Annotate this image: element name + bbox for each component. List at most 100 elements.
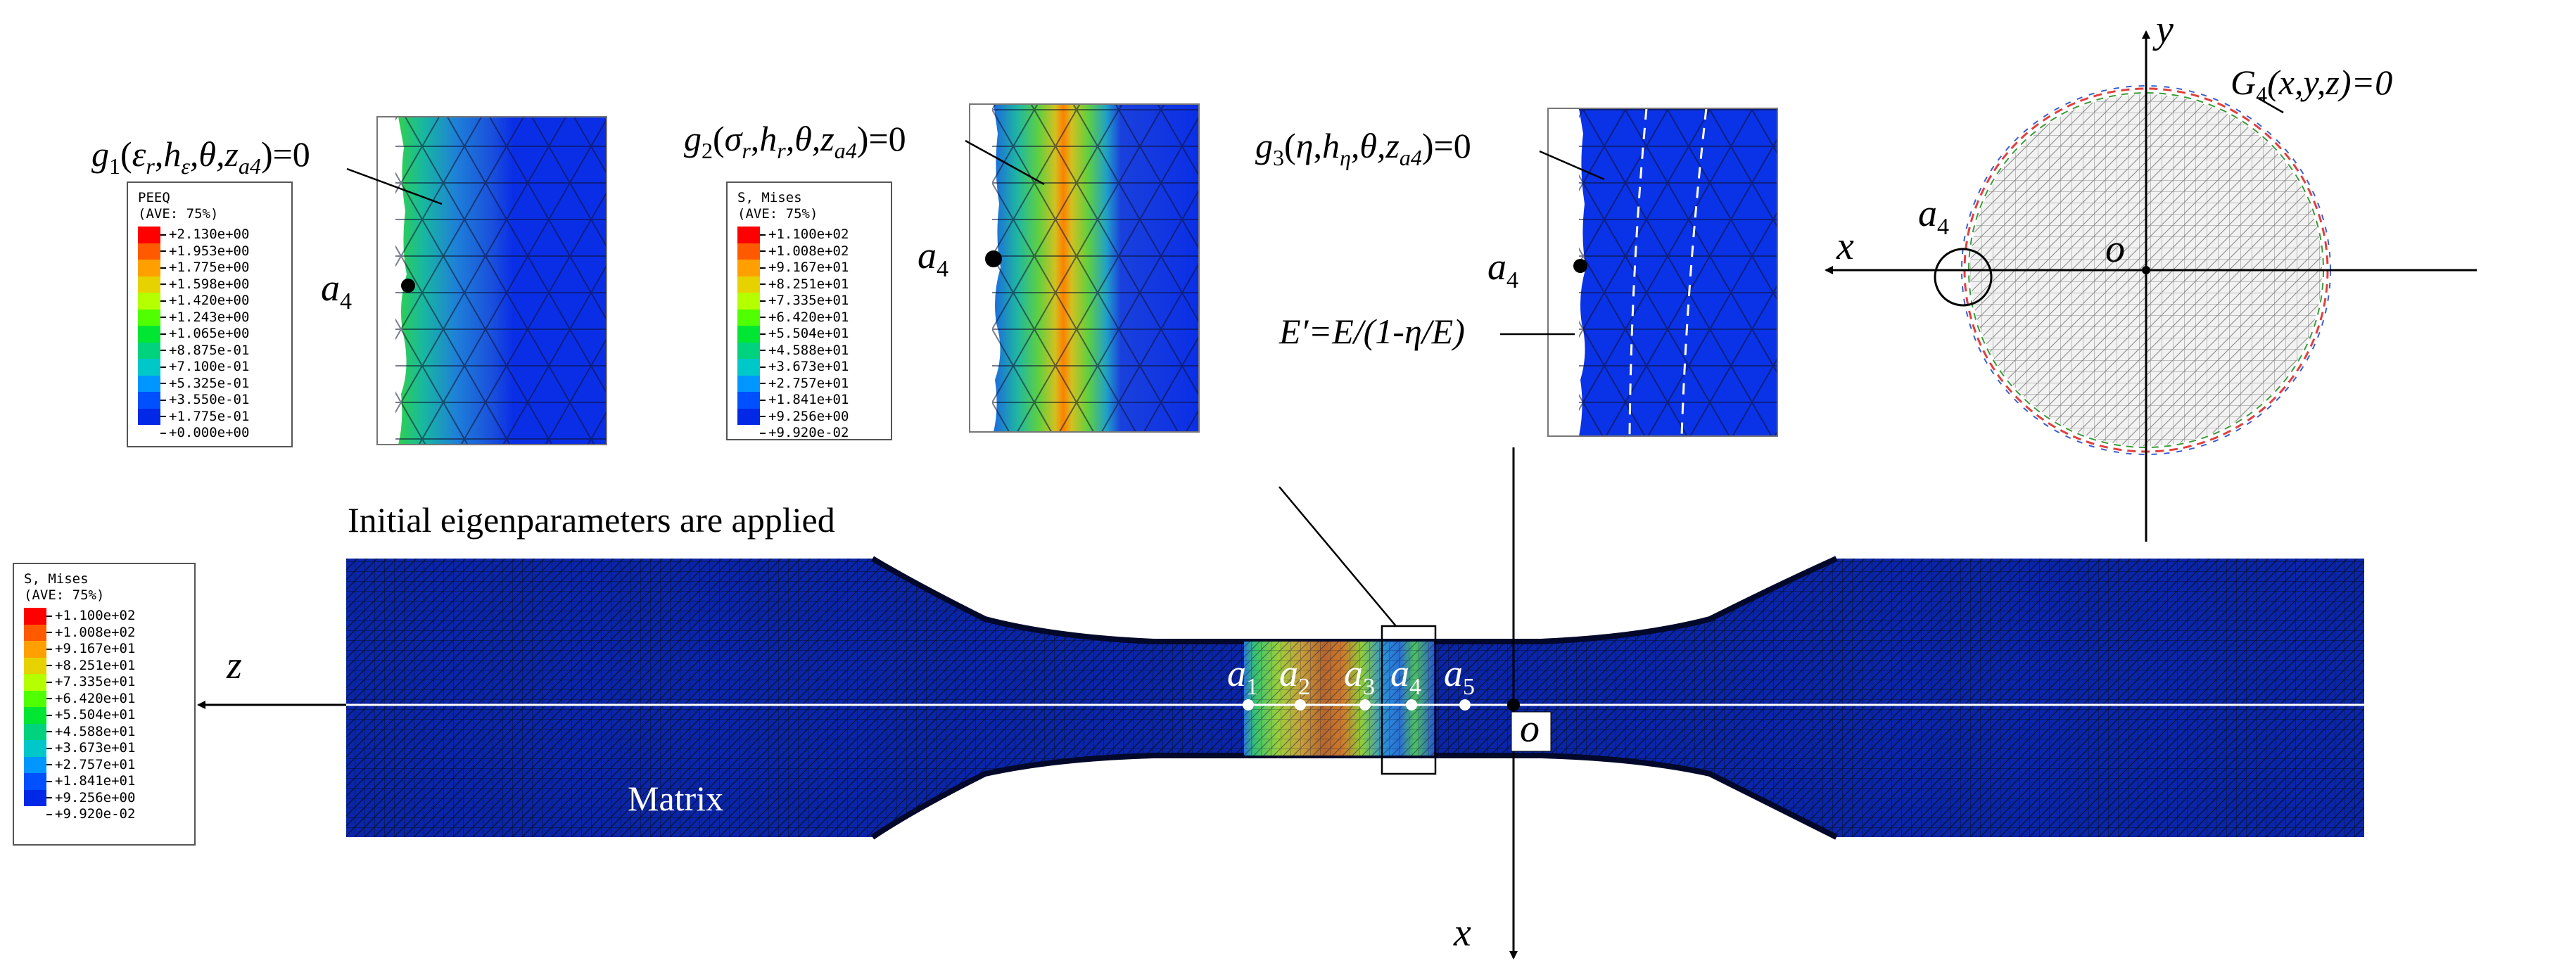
zoom-panel-eta (1500, 108, 1778, 437)
axis-label-z-main: z (227, 644, 242, 687)
legend-row: +1.065e+00 (138, 326, 281, 343)
legend-mises-main-title: S, Mises (24, 571, 89, 587)
axis-label-o-main: o (1520, 707, 1540, 751)
legend-peeq-rows: +2.130e+00+1.953e+00+1.775e+00+1.598e+00… (138, 227, 281, 442)
point-label-a2: a2 (1279, 651, 1310, 701)
legend-swatch (737, 309, 760, 326)
legend-value: +1.243e+00 (169, 309, 250, 325)
legend-swatch (24, 723, 46, 740)
legend-tick (46, 747, 52, 749)
legend-swatch (24, 773, 46, 790)
legend-value: +7.335e+01 (768, 293, 849, 309)
legend-mises-zoom-rows: +1.100e+02+1.008e+02+9.167e+01+8.251e+01… (737, 227, 881, 442)
legend-tick (160, 250, 166, 253)
legend-value: +1.775e-01 (169, 408, 250, 424)
legend-row: +8.251e+01 (24, 657, 184, 674)
legend-tick (46, 764, 52, 766)
legend-value: +1.953e+00 (169, 243, 250, 259)
legend-tick (46, 615, 52, 617)
label-a4-mises: a4 (918, 234, 948, 282)
legend-row: +1.841e+01 (737, 392, 881, 409)
legend-value: +8.251e+01 (55, 657, 136, 673)
legend-value: +5.504e+01 (55, 707, 136, 723)
legend-swatch (138, 375, 160, 392)
label-a4-eta: a4 (1487, 246, 1518, 293)
legend-tick (46, 681, 52, 683)
axis-label-y-section: y (2156, 8, 2174, 51)
legend-value: +9.256e+00 (768, 408, 849, 424)
legend-row: +3.673e+01 (24, 740, 184, 757)
legend-value: +6.420e+01 (55, 690, 136, 706)
legend-swatch (737, 260, 760, 276)
legend-row: +4.588e+01 (24, 723, 184, 740)
legend-row: +2.757e+01 (737, 375, 881, 392)
legend-row: +3.673e+01 (737, 359, 881, 376)
legend-value: +3.673e+01 (55, 740, 136, 756)
legend-row: +1.598e+00 (138, 276, 281, 293)
legend-tick (160, 366, 166, 368)
zoom-panel-mises (965, 103, 1200, 433)
legend-tick (760, 300, 766, 302)
node-a4-peeq (401, 279, 415, 293)
legend-value: +7.335e+01 (55, 674, 136, 690)
legend-swatch (138, 243, 160, 260)
legend-mises-zoom: S, Mises (AVE: 75%) +1.100e+02+1.008e+02… (726, 181, 892, 440)
label-e-prime: E′=E/(1-η/E) (1279, 312, 1465, 351)
legend-row: +4.588e+01 (737, 342, 881, 359)
legend-tick (46, 780, 52, 782)
legend-value: +7.100e-01 (169, 359, 250, 375)
point-label-a3: a3 (1344, 651, 1375, 701)
legend-row: +7.335e+01 (24, 674, 184, 691)
legend-row: +9.920e-02 (737, 425, 881, 442)
point-index: 3 (1363, 673, 1375, 700)
legend-tick (160, 350, 166, 352)
legend-peeq-subtitle: (AVE: 75%) (138, 206, 219, 222)
legend-swatch (138, 425, 160, 442)
legend-value: +4.588e+01 (768, 342, 849, 358)
legend-value: +2.130e+00 (169, 227, 250, 243)
legend-swatch (138, 359, 160, 376)
legend-swatch (24, 789, 46, 806)
legend-tick (46, 648, 52, 650)
point-index: 5 (1463, 673, 1475, 700)
legend-mises-main: S, Mises (AVE: 75%) +1.100e+02+1.008e+02… (13, 563, 196, 846)
legend-swatch (24, 674, 46, 691)
point-label-a4: a4 (1390, 651, 1421, 701)
legend-swatch (737, 326, 760, 343)
origin-box (1511, 711, 1552, 752)
legend-row: +9.256e+00 (737, 408, 881, 425)
point-a4 (1406, 699, 1417, 710)
point-label-a1: a1 (1227, 651, 1258, 701)
legend-swatch (24, 690, 46, 707)
legend-row: +1.100e+02 (737, 227, 881, 243)
legend-tick (760, 283, 766, 286)
label-G4: G4(x,y,z)=0 (2231, 63, 2393, 107)
legend-row: +5.325e-01 (138, 375, 281, 392)
legend-swatch (737, 293, 760, 310)
point-symbol: a (1344, 652, 1363, 694)
legend-swatch (138, 227, 160, 243)
legend-value: +1.065e+00 (169, 326, 250, 342)
legend-swatch (138, 260, 160, 276)
legend-swatch (737, 392, 760, 409)
legend-tick (160, 399, 166, 401)
legend-swatch (138, 276, 160, 293)
legend-value: +9.920e-02 (55, 806, 136, 822)
legend-swatch (737, 408, 760, 425)
legend-value: +9.167e+01 (55, 641, 136, 657)
legend-mises-main-subtitle: (AVE: 75%) (24, 587, 105, 603)
legend-tick (46, 714, 52, 716)
legend-row: +2.130e+00 (138, 227, 281, 243)
legend-tick (46, 813, 52, 815)
legend-mises-zoom-title: S, Mises (737, 190, 802, 205)
axis-label-x-section: x (1836, 224, 1854, 268)
legend-row: +6.420e+01 (24, 690, 184, 707)
legend-tick (760, 432, 766, 434)
legend-row: +0.000e+00 (138, 425, 281, 442)
zoom-window (1381, 625, 1437, 775)
legend-row: +7.335e+01 (737, 293, 881, 310)
legend-row: +1.775e+00 (138, 260, 281, 276)
legend-tick (760, 383, 766, 385)
legend-value: +3.673e+01 (768, 359, 849, 375)
